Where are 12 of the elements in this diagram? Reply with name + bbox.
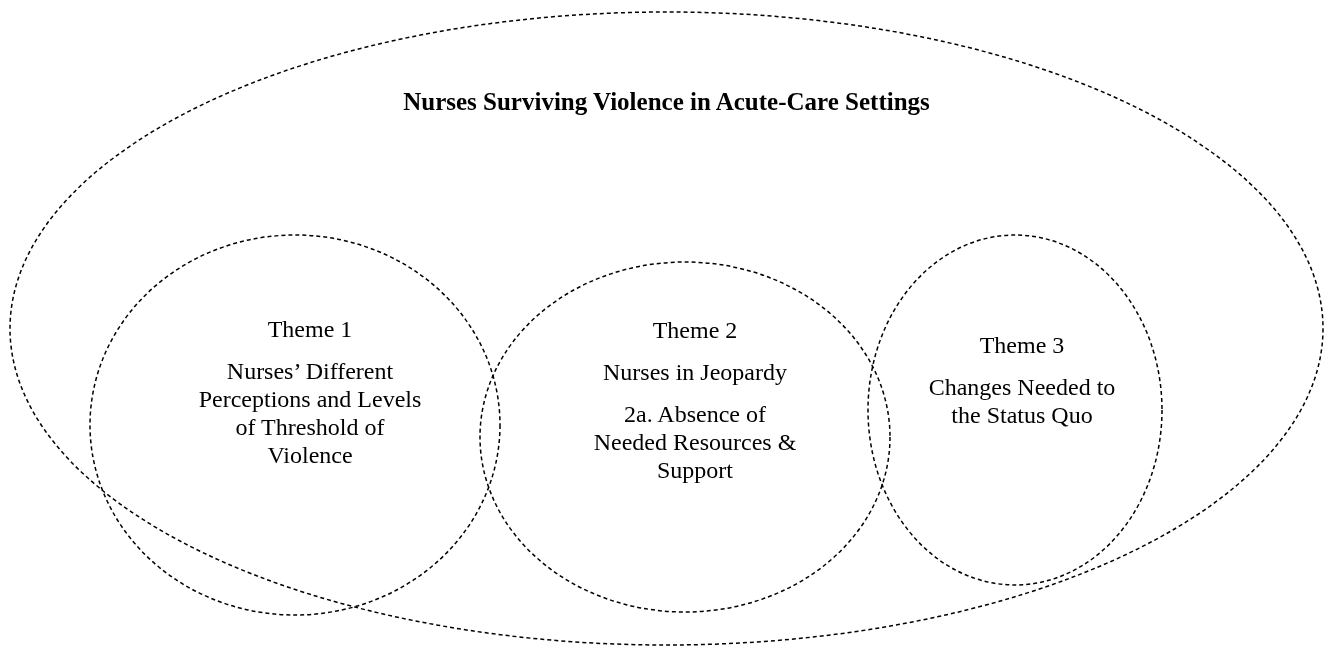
theme-circle bbox=[868, 235, 1162, 585]
theme-text: Nurses in Jeopardy bbox=[602, 358, 788, 386]
theme-text: Nurses’ Different Perceptions and Levels of Threshold of Violence bbox=[197, 357, 423, 469]
outer-ellipse bbox=[10, 12, 1323, 645]
theme-circle bbox=[480, 262, 890, 612]
theme-label: Theme 3 bbox=[978, 331, 1066, 359]
theme-circle bbox=[90, 235, 500, 615]
theme-label: Theme 1 bbox=[266, 315, 354, 343]
theme-label: Theme 2 bbox=[651, 316, 739, 344]
theme-text: Changes Needed to the Status Quo bbox=[927, 373, 1117, 429]
theme-text: 2a. Absence of Needed Resources & Support bbox=[592, 400, 798, 484]
ellipse-heading: Nurses Surviving Violence in Acute-Care Settings bbox=[402, 88, 931, 116]
